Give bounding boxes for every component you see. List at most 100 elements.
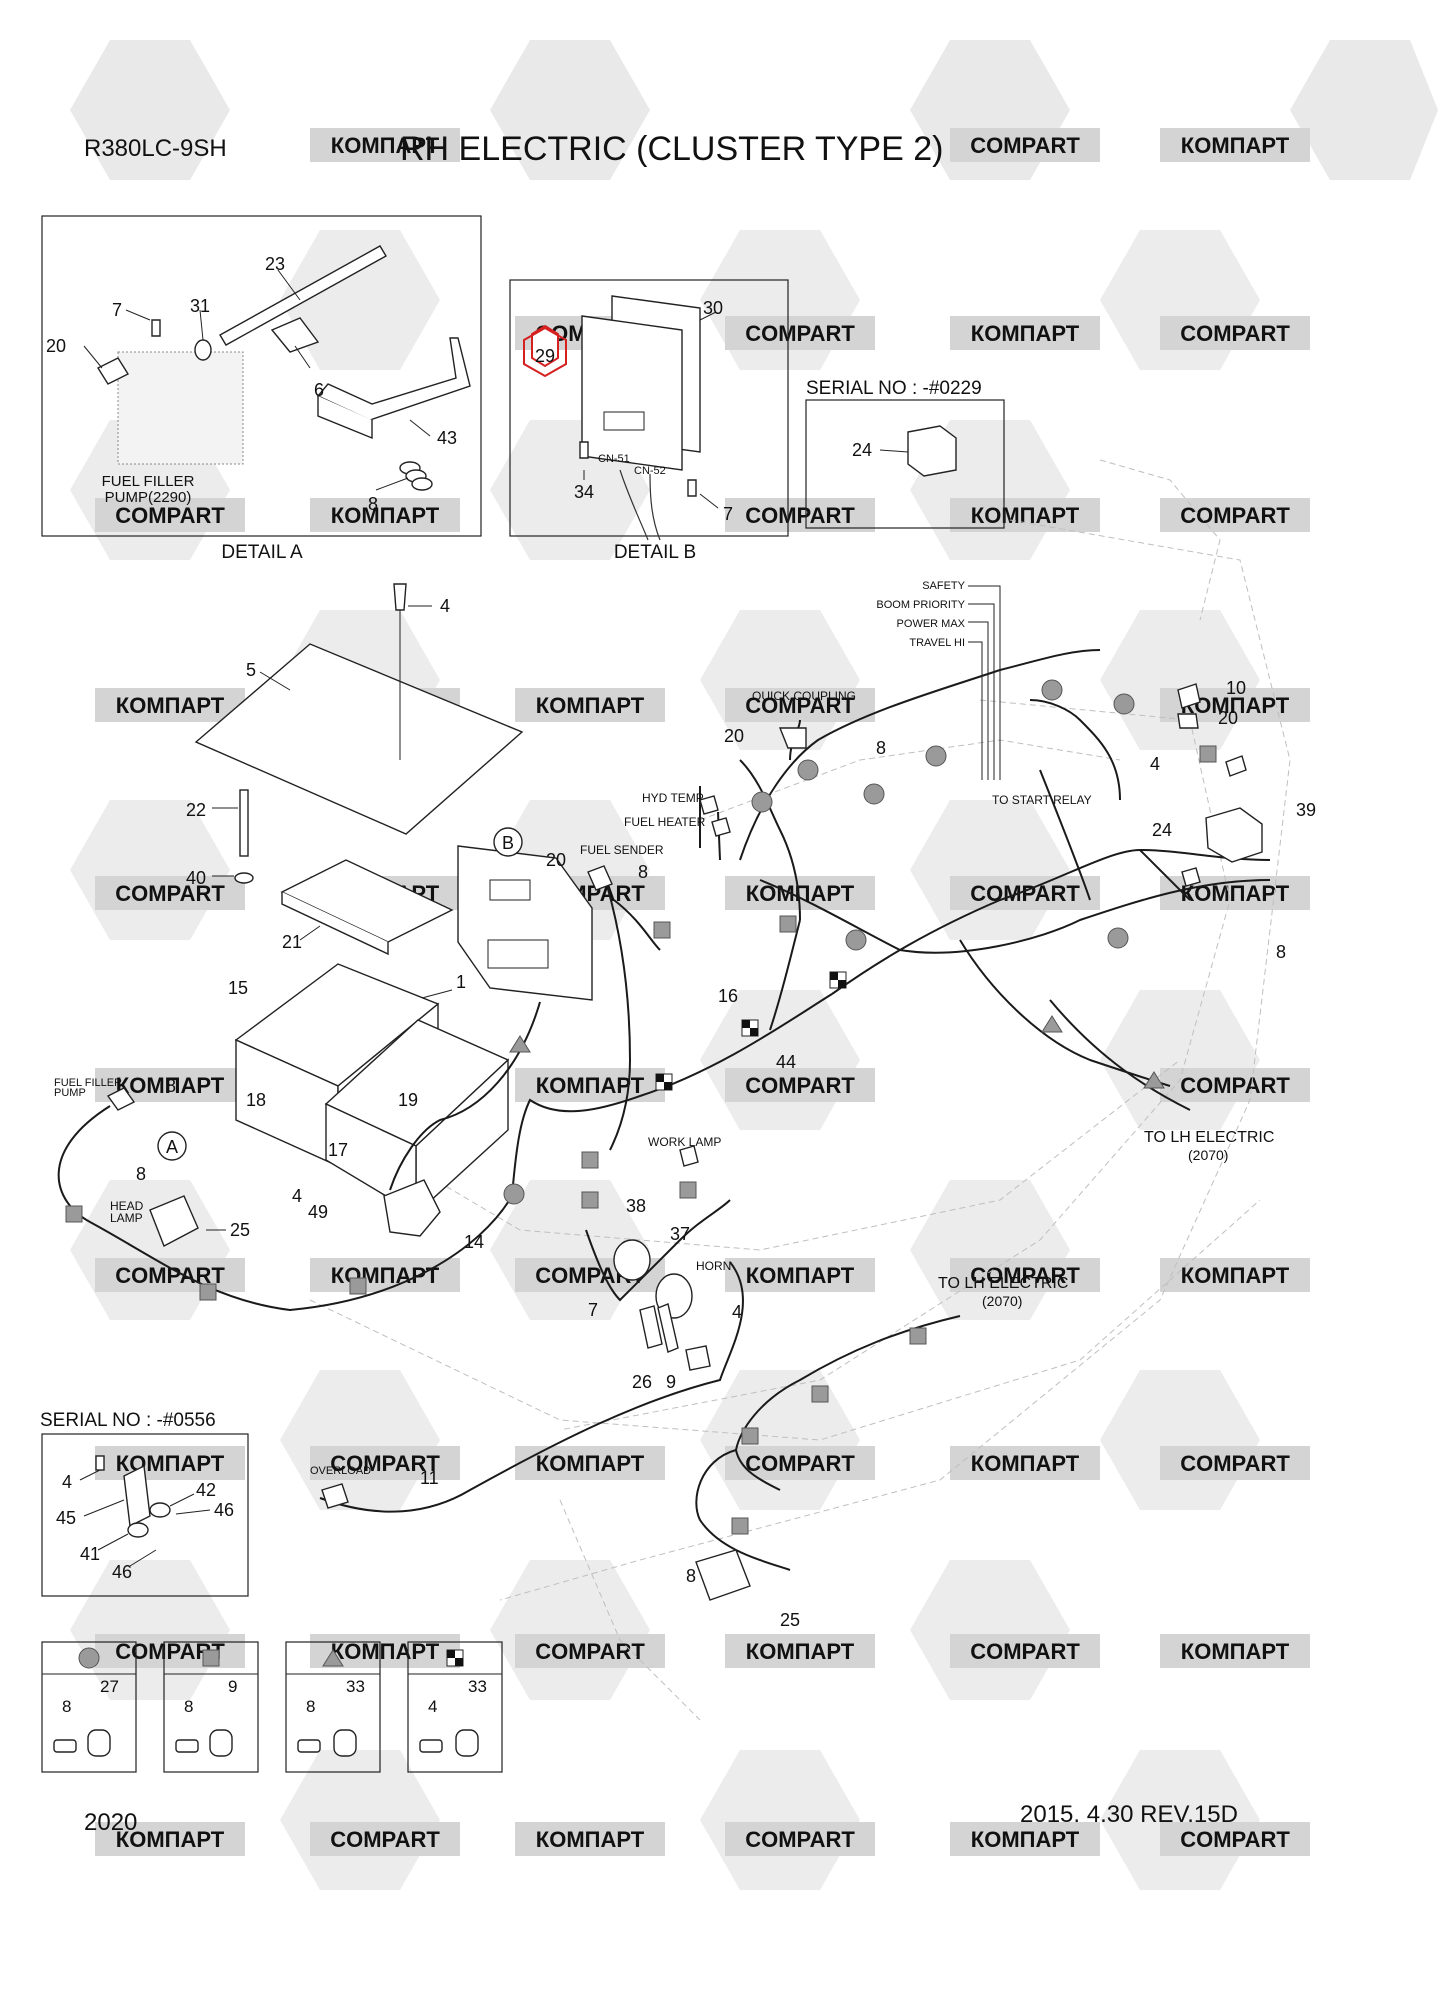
legend-triangle-clip: 33 — [346, 1677, 365, 1696]
label-fuel-filler-pump-1: FUEL FILLER — [54, 1077, 122, 1089]
callout-7-a: 7 — [112, 300, 122, 320]
label-head-lamp-2: LAMP — [110, 1211, 143, 1225]
serial-box-0556: SERIAL NO : -#0556 4 42 45 46 41 46 — [40, 1410, 249, 1597]
callout-5: 5 — [246, 660, 256, 680]
label-to-start-relay: TO START RELAY — [992, 793, 1092, 807]
watermark-bands — [95, 128, 1310, 1856]
callout-16: 16 — [718, 986, 738, 1006]
svg-text:COMPART: COMPART — [745, 693, 855, 718]
bolt-8-a — [399, 461, 433, 491]
bracket-45 — [123, 1464, 151, 1528]
clip-square — [653, 921, 671, 939]
legend-checker-bolt: 4 — [428, 1697, 437, 1716]
svg-text:КОМПАРТ: КОМПАРТ — [116, 1827, 225, 1852]
connector-cn52: CN-52 — [634, 465, 666, 477]
head-lamp-25-left — [149, 1195, 199, 1247]
controller-29-port — [603, 411, 645, 431]
callout-20-qc: 20 — [724, 726, 744, 746]
clip-square — [349, 1277, 367, 1295]
svg-text:COMPART: COMPART — [970, 133, 1080, 158]
callout-26: 26 — [632, 1372, 652, 1392]
callout-8-left: 8 — [166, 1076, 176, 1096]
callout-8-bottom: 8 — [686, 1566, 696, 1586]
callout-46-a: 46 — [214, 1500, 234, 1520]
callout-18: 18 — [246, 1090, 266, 1110]
callout-40: 40 — [186, 868, 206, 888]
callout-8-a-main: 8 — [136, 1164, 146, 1184]
label-horn: HORN — [696, 1259, 731, 1273]
clip-circle — [1113, 693, 1135, 715]
clip-square — [581, 1191, 599, 1209]
label-hyd-temp: HYD TEMP — [642, 791, 704, 805]
marker-a — [157, 1131, 187, 1161]
legend-checker: 4 33 — [407, 1641, 503, 1773]
callout-1: 1 — [456, 972, 466, 992]
components — [106, 683, 1263, 1601]
callout-24-a: 24 — [852, 440, 872, 460]
svg-text:COMPART: COMPART — [970, 1263, 1080, 1288]
hyd-temp-connector — [699, 795, 719, 815]
callout-4-top: 4 — [440, 596, 450, 616]
label-power-max: POWER MAX — [897, 618, 966, 630]
svg-text:COMPART: COMPART — [745, 503, 855, 528]
harness-clip-markers — [65, 679, 1217, 1535]
breaker-41 — [127, 1522, 149, 1538]
clip-square — [1199, 745, 1217, 763]
clamp-6 — [270, 317, 320, 353]
svg-text:COMPART: COMPART — [745, 1451, 855, 1476]
controller-29-body — [581, 315, 683, 471]
callout-8-a: 8 — [368, 494, 378, 514]
callout-38: 38 — [626, 1196, 646, 1216]
callout-25-left: 25 — [230, 1220, 250, 1240]
legend-circle-clip: 27 — [100, 1677, 119, 1696]
callout-20-right: 20 — [1218, 708, 1238, 728]
svg-text:КОМПАРТ: КОМПАРТ — [1181, 133, 1290, 158]
callout-10: 10 — [1226, 678, 1246, 698]
legend-checker-clip: 33 — [468, 1677, 487, 1696]
svg-text:КОМПАРТ: КОМПАРТ — [331, 503, 440, 528]
svg-text:КОМПАРТ: КОМПАРТ — [1181, 1639, 1290, 1664]
bolt-7-a — [151, 319, 161, 337]
callout-9: 9 — [666, 1372, 676, 1392]
callout-25-bottom: 25 — [780, 1610, 800, 1630]
callout-20-a: 20 — [46, 336, 66, 356]
svg-text:COMPART: COMPART — [1180, 321, 1290, 346]
detail-b-panel: 29 CN-51 CN-52 30 34 7 DETAIL B — [509, 279, 789, 563]
revision-date: 2015. 4.30 REV.15D — [1020, 1801, 1238, 1828]
clip-square — [581, 1151, 599, 1169]
callout-43: 43 — [437, 428, 457, 448]
clip-square — [811, 1385, 829, 1403]
bolt-4-serial — [95, 1455, 105, 1471]
callout-7-b: 7 — [723, 504, 733, 524]
legend-triangle: 8 33 — [285, 1641, 381, 1773]
svg-text:COMPART: COMPART — [115, 881, 225, 906]
clip-square — [731, 1517, 749, 1535]
callout-14: 14 — [464, 1232, 484, 1252]
callout-46-b: 46 — [112, 1562, 132, 1582]
bracket-10 — [1177, 683, 1201, 709]
horn-connector — [685, 1345, 711, 1371]
bolt-4-top — [393, 583, 407, 611]
callout-4-right: 4 — [1150, 754, 1160, 774]
callout-37: 37 — [670, 1224, 690, 1244]
clip-square — [741, 1427, 759, 1445]
clip-triangle — [1041, 1015, 1063, 1033]
model-number: R380LC-9SH — [84, 135, 227, 162]
svg-text:COMPART: COMPART — [330, 1451, 440, 1476]
legend-circle-bolt: 8 — [62, 1697, 71, 1716]
callout-39: 39 — [1296, 800, 1316, 820]
svg-text:COMPART: COMPART — [1180, 1451, 1290, 1476]
callout-4-horn: 4 — [732, 1302, 742, 1322]
work-lamp-connector — [679, 1145, 699, 1167]
fuel-filler-pump-note-1: FUEL FILLER — [102, 473, 195, 490]
clip-checker — [741, 1019, 759, 1037]
clip-square — [199, 1283, 217, 1301]
clip-checker — [655, 1073, 673, 1091]
highlight-29 — [531, 324, 559, 368]
svg-text:КОМПАРТ: КОМПАРТ — [971, 1451, 1080, 1476]
detail-b-caption: DETAIL B — [614, 542, 696, 563]
svg-text:COMPART: COMPART — [970, 881, 1080, 906]
component-labels: QUICK COUPLING HYD TEMP FUEL HEATER FUEL… — [54, 689, 1274, 1477]
svg-text:КОМПАРТ: КОМПАРТ — [331, 1263, 440, 1288]
